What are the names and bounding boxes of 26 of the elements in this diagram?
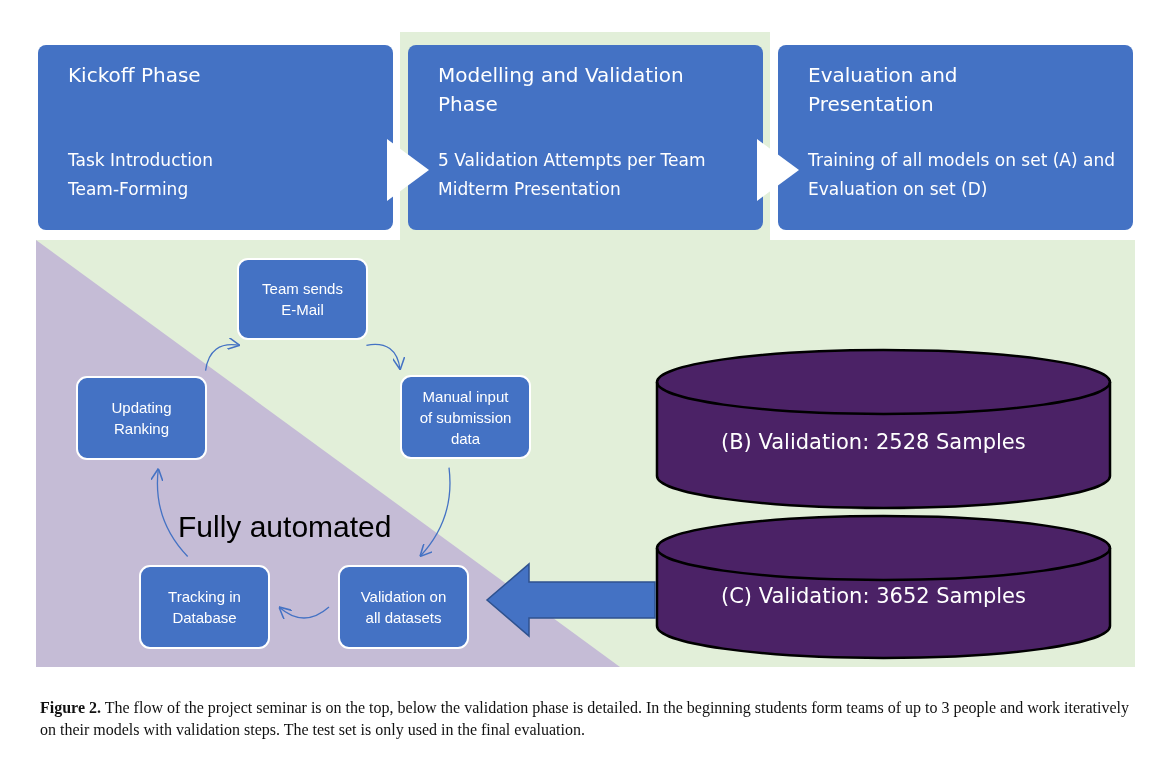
process-box: Validation on all datasets	[338, 565, 469, 649]
block-arrow	[387, 139, 429, 201]
block-arrow	[757, 139, 799, 201]
process-box: Tracking in Database	[139, 565, 270, 649]
arrow	[150, 467, 189, 558]
phase-title: Modelling and Validation Phase	[438, 62, 685, 118]
arrow	[278, 606, 330, 620]
phase-description: 5 Validation Attempts per Team Midterm Presentation	[438, 149, 707, 201]
process-box: Updating Ranking	[76, 376, 207, 460]
arrow	[365, 343, 405, 371]
arrow	[204, 337, 241, 372]
phase-box	[408, 45, 763, 230]
phase-description: Training of all models on set (A) and Evaluation on set (D)	[808, 149, 1116, 201]
region-label: Fully automated	[178, 510, 392, 544]
process-box: Manual input of submission data	[400, 375, 531, 459]
process-box: Team sends E-Mail	[237, 258, 368, 340]
block-arrow	[485, 562, 656, 638]
phase-title: Kickoff Phase	[68, 62, 202, 89]
caption: Figure 2. The flow of the project seminar is on the top, below the validation phase is detailed. In the beginning students form teams of up to 3 people and work iteratively on their models with validation steps. The test set is only used in the final evaluation.	[40, 698, 1130, 741]
phase-title: Evaluation and Presentation	[808, 62, 959, 118]
arrow	[419, 466, 451, 558]
cylinder-label: (C) Validation: 3652 Samples	[721, 584, 1026, 608]
phase-description: Task Introduction Team-Forming	[68, 149, 215, 201]
phase-box	[778, 45, 1133, 230]
phase-box	[38, 45, 393, 230]
cylinder-label: (B) Validation: 2528 Samples	[721, 430, 1026, 454]
